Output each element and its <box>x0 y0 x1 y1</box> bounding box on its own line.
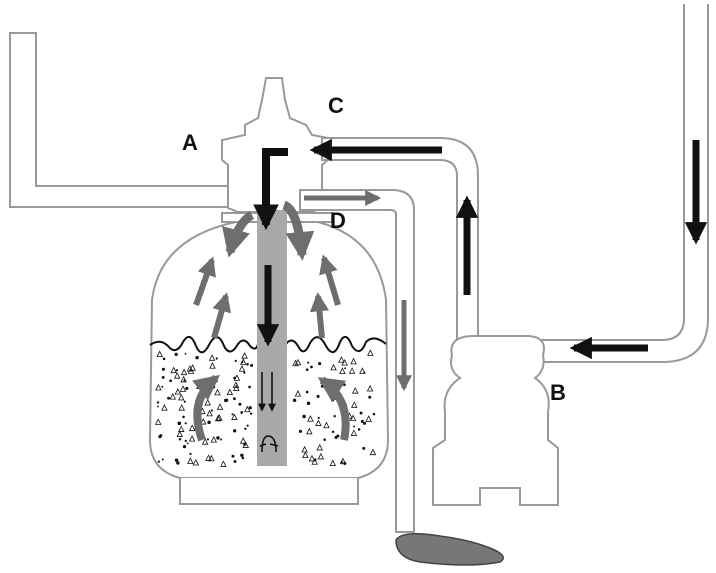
arrow-grey-up-1 <box>193 256 216 307</box>
arrow-grey-curve-right <box>281 200 315 261</box>
waste-puddle <box>395 533 505 566</box>
arrow-grey-curve-left <box>222 210 255 258</box>
arrow-grey-swirl-left <box>191 374 221 442</box>
filter-media <box>154 349 377 467</box>
arrow-valve-down <box>253 148 288 231</box>
label-b: B <box>550 380 566 405</box>
arrow-grey-swirl-right <box>317 376 350 441</box>
arrow-grey-up-2 <box>211 292 232 339</box>
label-a: A <box>182 130 198 155</box>
central-standpipe <box>257 210 287 466</box>
label-c: C <box>328 93 344 118</box>
waste-pipe <box>299 189 415 533</box>
tank-base <box>179 478 359 505</box>
label-d: D <box>330 208 346 233</box>
sand-surface <box>149 335 387 354</box>
pump <box>432 335 559 506</box>
arrow-grey-up-4 <box>309 292 330 339</box>
arrow-grey-up-3 <box>319 254 341 306</box>
arrow-thin-curl <box>259 435 279 453</box>
inlet-pipe-left <box>9 32 229 208</box>
inlet-pipe-right <box>521 4 709 363</box>
